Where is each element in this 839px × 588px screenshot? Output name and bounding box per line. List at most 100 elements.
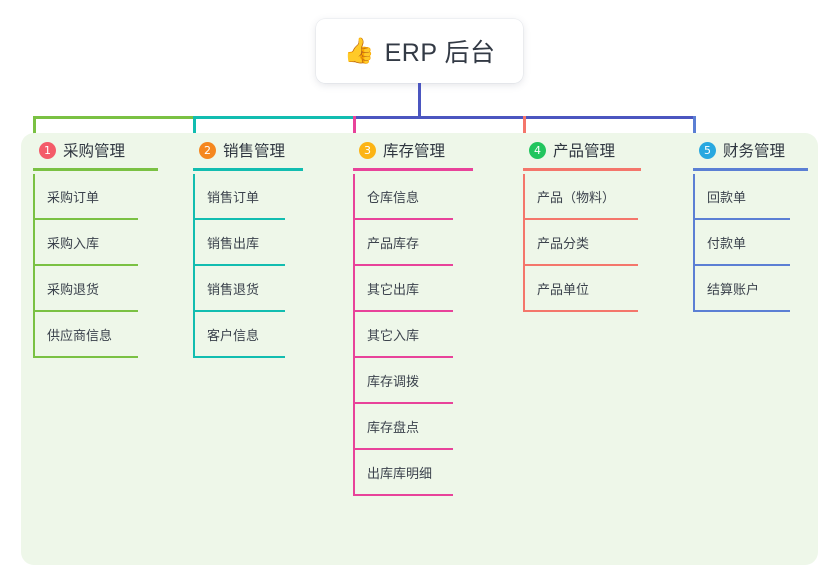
column-badge-1: 1 [39,141,56,159]
leaf-item[interactable]: 库存盘点 [341,404,511,450]
leaf-item[interactable]: 产品库存 [341,220,511,266]
column-spine-1 [33,174,35,358]
leaf-item[interactable]: 采购入库 [21,220,181,266]
bus-segment-1 [33,116,196,119]
leaf-item-underline [693,264,790,266]
leaf-item-label: 采购退货 [47,282,100,297]
leaf-item-underline [33,310,138,312]
leaf-item-underline [523,310,638,312]
root-node-label: ERP 后台 [384,39,496,67]
column-2: 2 销售管理销售订单销售出库销售退货客户信息 [181,133,341,358]
leaf-item[interactable]: 其它出库 [341,266,511,312]
leaf-item[interactable]: 仓库信息 [341,174,511,220]
column-title-5: 财务管理 [723,143,786,160]
leaf-item-underline [353,402,453,404]
column-underline-1 [33,168,158,171]
column-title-1: 采购管理 [63,143,126,160]
leaf-item-label: 产品（物料） [537,190,616,205]
leaf-item-label: 销售退货 [207,282,260,297]
column-spine-3 [353,174,355,496]
leaf-item-label: 产品单位 [537,282,590,297]
leaf-item-label: 采购订单 [47,190,100,205]
column-underline-2 [193,168,303,171]
leaf-item-underline [193,310,285,312]
leaf-item-underline [33,264,138,266]
leaf-item[interactable]: 销售出库 [181,220,341,266]
leaf-item-label: 付款单 [707,236,747,251]
leaf-item[interactable]: 产品分类 [511,220,681,266]
column-3: 3 库存管理仓库信息产品库存其它出库其它入库库存调拨库存盘点出库库明细 [341,133,511,496]
column-header-5[interactable]: 5 财务管理 [681,133,818,171]
column-header-3[interactable]: 3 库存管理 [341,133,511,171]
leaf-item-underline [353,356,453,358]
column-title-3: 库存管理 [383,143,446,160]
leaf-item-underline [523,264,638,266]
leaf-item-label: 库存调拨 [367,374,420,389]
column-underline-3 [353,168,473,171]
column-badge-3: 3 [359,141,376,159]
leaf-item-label: 仓库信息 [367,190,420,205]
bus-segment-2 [193,116,356,119]
column-badge-4: 4 [529,141,546,159]
column-spine-5 [693,174,695,312]
leaf-item-label: 供应商信息 [47,328,113,343]
leaf-item[interactable]: 采购订单 [21,174,181,220]
leaf-item[interactable]: 出库库明细 [341,450,511,496]
root-node-erp-backend[interactable]: 👍 ERP 后台 [316,19,523,83]
leaf-item[interactable]: 产品（物料） [511,174,681,220]
column-header-2[interactable]: 2 销售管理 [181,133,341,171]
column-underline-5 [693,168,808,171]
leaf-item-underline [693,310,790,312]
leaf-item-label: 结算账户 [707,282,760,297]
leaf-item[interactable]: 付款单 [681,220,818,266]
branch-panel: 1 采购管理采购订单采购入库采购退货供应商信息 2 销售管理销售订单销售出库销售退货客… [21,133,818,565]
leaf-item-underline [353,264,453,266]
leaf-item[interactable]: 其它入库 [341,312,511,358]
leaf-item[interactable]: 销售退货 [181,266,341,312]
leaf-item-label: 销售出库 [207,236,260,251]
leaf-item-label: 销售订单 [207,190,260,205]
column-badge-2: 2 [199,141,216,159]
trunk-connector [418,83,421,119]
column-title-2: 销售管理 [223,143,286,160]
leaf-item-label: 产品分类 [537,236,590,251]
leaf-item-underline [353,218,453,220]
column-underline-4 [523,168,641,171]
leaf-item[interactable]: 结算账户 [681,266,818,312]
leaf-item-label: 其它出库 [367,282,420,297]
leaf-item[interactable]: 供应商信息 [21,312,181,358]
column-spine-2 [193,174,195,358]
leaf-item-label: 其它入库 [367,328,420,343]
leaf-item[interactable]: 销售订单 [181,174,341,220]
leaf-item-label: 产品库存 [367,236,420,251]
column-title-4: 产品管理 [553,143,616,160]
leaf-item-underline [33,218,138,220]
leaf-item[interactable]: 客户信息 [181,312,341,358]
thumbs-up-emoji: 👍 [343,36,375,65]
leaf-item-label: 采购入库 [47,236,100,251]
leaf-item-underline [353,310,453,312]
leaf-item-underline [193,356,285,358]
column-header-4[interactable]: 4 产品管理 [511,133,681,171]
leaf-item[interactable]: 回款单 [681,174,818,220]
column-1: 1 采购管理采购订单采购入库采购退货供应商信息 [21,133,181,358]
leaf-item[interactable]: 产品单位 [511,266,681,312]
column-5: 5 财务管理回款单付款单结算账户 [681,133,818,312]
leaf-item-underline [193,264,285,266]
column-spine-4 [523,174,525,312]
leaf-item[interactable]: 采购退货 [21,266,181,312]
leaf-item-underline [193,218,285,220]
leaf-item-label: 客户信息 [207,328,260,343]
leaf-item-underline [353,448,453,450]
leaf-item-label: 回款单 [707,190,747,205]
leaf-item-underline [693,218,790,220]
leaf-item-label: 库存盘点 [367,420,420,435]
column-badge-5: 5 [699,141,716,159]
leaf-item-underline [33,356,138,358]
leaf-item-label: 出库库明细 [367,466,433,481]
leaf-item[interactable]: 库存调拨 [341,358,511,404]
leaf-item-underline [353,494,453,496]
column-header-1[interactable]: 1 采购管理 [21,133,181,171]
leaf-item-underline [523,218,638,220]
